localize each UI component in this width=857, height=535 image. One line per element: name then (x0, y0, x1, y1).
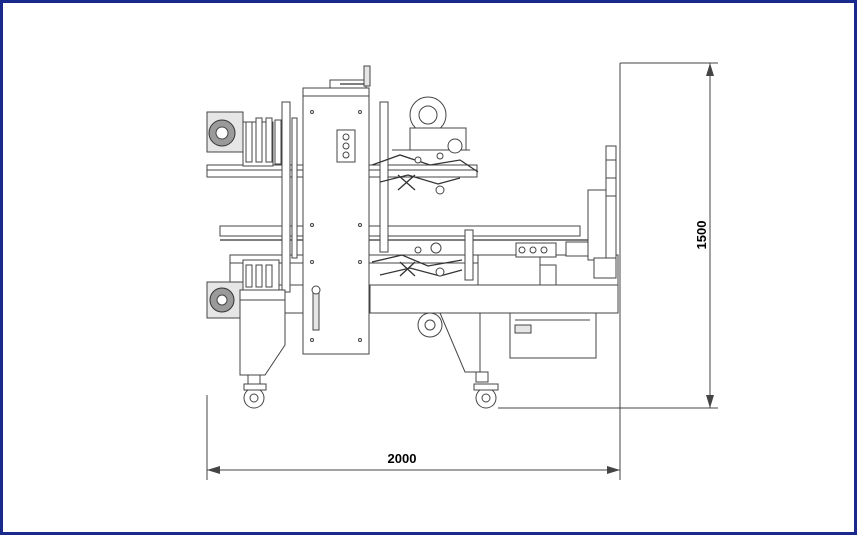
dimension-lines (206, 62, 718, 480)
height-dimension-label: 1500 (694, 221, 709, 250)
width-dimension-label: 2000 (388, 451, 417, 466)
machine-body (206, 65, 619, 409)
